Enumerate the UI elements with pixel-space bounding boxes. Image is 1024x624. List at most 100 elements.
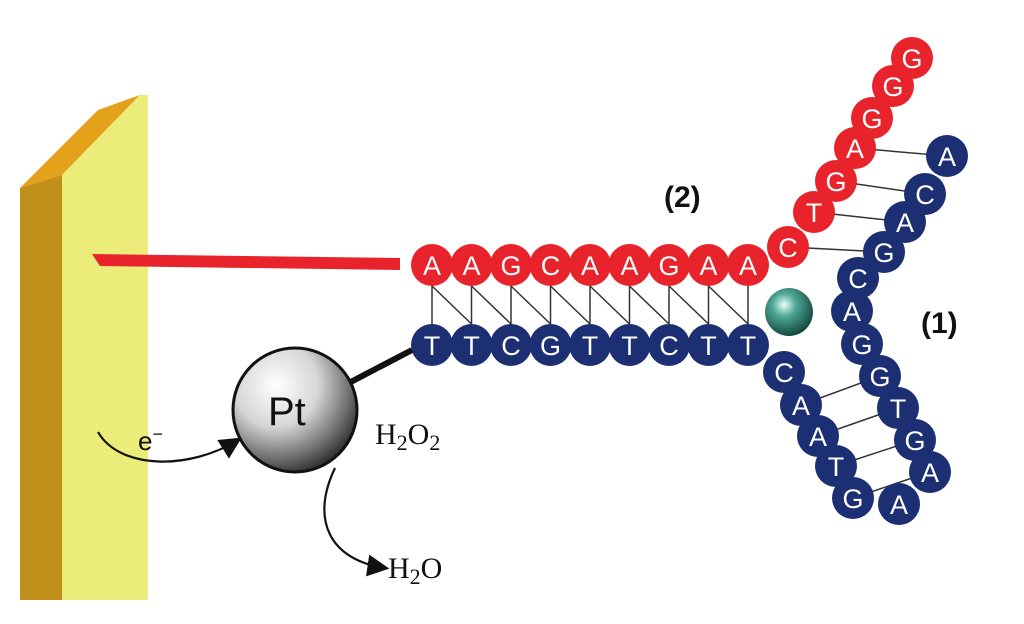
strand1-nucleotide-base: G	[904, 426, 925, 456]
strand1-nucleotide-base: T	[700, 331, 717, 361]
strand1-nucleotide-base: T	[890, 394, 907, 424]
base-pair-rung	[549, 285, 591, 325]
strand1-nucleotide-base: T	[828, 452, 845, 482]
strand2-nucleotide-base: A	[620, 251, 638, 281]
strand1-nucleotide-bead	[841, 323, 883, 365]
strand2-nucleotide-bead	[727, 244, 769, 286]
strand2-nucleotide: T	[793, 191, 835, 233]
strand2-nucleotide-base: G	[861, 104, 882, 134]
base-pair-rung	[628, 285, 670, 325]
strand1-nucleotide-bead	[687, 324, 730, 366]
strand1-nucleotide-base: A	[843, 297, 861, 327]
base-pair-rung	[431, 285, 473, 325]
strand1-nucleotide-base: C	[659, 331, 679, 361]
pt-label: Pt	[268, 390, 306, 434]
strand2-nucleotide: G	[490, 244, 532, 286]
strand1-nucleotide: A	[926, 135, 968, 177]
strand2-nucleotide: A	[608, 244, 651, 286]
strand2-nucleotide: A	[411, 244, 453, 286]
strand2-nucleotide: A	[687, 244, 730, 286]
strand1-nucleotide-bead	[780, 384, 822, 426]
strand1-nucleotide: G	[832, 477, 874, 519]
strand2-nucleotide-base: G	[882, 72, 903, 102]
strand2-nucleotide: G	[851, 97, 893, 139]
strand1-nucleotide: C	[648, 324, 690, 366]
strand1-nucleotide-base: A	[809, 422, 827, 452]
strand1-nucleotide: G	[859, 355, 901, 397]
strand1-nucleotide-bead	[569, 324, 611, 366]
strand1-nucleotide-base: A	[938, 142, 956, 172]
strand1-nucleotide-bead	[831, 290, 873, 332]
strand1-nucleotide-base: A	[890, 490, 908, 520]
strand1-nucleotide: T	[815, 445, 857, 487]
strand1-nucleotide: A	[831, 290, 873, 332]
strand1-nucleotide-bead	[608, 324, 651, 366]
pt-nanoparticle: Pt	[231, 346, 359, 474]
strand2-nucleotide-base: C	[541, 251, 561, 281]
metal-ion	[765, 288, 813, 336]
strand1-nucleotide: A	[780, 384, 822, 426]
strand2-nucleotide: C	[767, 226, 809, 268]
strand2-nucleotide-bead	[767, 226, 809, 268]
strand1-nucleotide-bead	[450, 324, 493, 366]
strand2-nucleotide-bead	[450, 244, 493, 286]
strand2-nucleotide-base: T	[806, 198, 823, 228]
strand1-nucleotide: C	[837, 257, 879, 299]
strand2-nucleotide: A	[450, 244, 493, 286]
base-pair-rung	[589, 285, 631, 325]
strand2-nucleotide-base: G	[901, 44, 922, 74]
strand1-nucleotide-base: G	[869, 362, 890, 392]
strand1-nucleotide-bead	[837, 257, 879, 299]
strand1-nucleotide-base: T	[424, 331, 441, 361]
strand1-nucleotide: T	[687, 324, 730, 366]
strand1-nucleotide-bead	[411, 324, 453, 366]
reduction-arrow	[323, 467, 390, 577]
strand1-nucleotide-base: G	[873, 238, 894, 268]
strand1-nucleotide-base: A	[792, 391, 810, 421]
strand2-nucleotide-bead	[687, 244, 730, 286]
strand2-nucleotide: G	[815, 160, 857, 202]
strand2-nucleotide: A	[569, 244, 611, 286]
strand1-nucleotide: C	[490, 324, 532, 366]
electrode	[20, 95, 148, 600]
strand1-nucleotide-bead	[878, 483, 920, 525]
strand2-nucleotide-bead	[793, 191, 835, 233]
strand1-nucleotide: A	[878, 483, 920, 525]
strand1-nucleotide-base: A	[921, 458, 939, 488]
strand1-nucleotide-bead	[815, 445, 857, 487]
strand2-nucleotide: G	[891, 37, 933, 79]
strand1-nucleotide: A	[909, 451, 951, 493]
strand2-nucleotide-bead	[815, 160, 857, 202]
strand2-nucleotide-bead	[608, 244, 651, 286]
strand1-nucleotide: T	[608, 324, 651, 366]
strand2-nucleotide-base: A	[423, 251, 441, 281]
strand1-nucleotide-base: G	[540, 331, 561, 361]
strand1-nucleotide-bead	[877, 387, 919, 429]
strand2-nucleotide-bead	[490, 244, 532, 286]
electrode-side	[20, 175, 62, 600]
strand-1-label: (1)	[921, 307, 958, 340]
electron-label: e−	[138, 424, 163, 456]
strand1-nucleotide-base: T	[621, 331, 638, 361]
strand1-nucleotide-bead	[648, 324, 690, 366]
strand1-nucleotide: G	[529, 324, 572, 366]
strand2-nucleotide-base: A	[581, 251, 599, 281]
strand2-nucleotide-base: G	[500, 251, 521, 281]
strand1-nucleotide-bead	[859, 355, 901, 397]
strand1-nucleotide: T	[877, 387, 919, 429]
electrode-top	[20, 95, 140, 188]
strand1-nucleotide: G	[841, 323, 883, 365]
base-pair-rung	[470, 285, 512, 325]
strand2-nucleotide-base: A	[462, 251, 480, 281]
strand2-nucleotide-bead	[891, 37, 933, 79]
strand2-nucleotide-base: G	[658, 251, 679, 281]
strand1-nucleotide-base: T	[740, 331, 757, 361]
strand1-nucleotide: C	[904, 173, 946, 215]
strand1-nucleotide: G	[894, 419, 936, 461]
strand2-nucleotide-bead	[411, 244, 453, 286]
strand1-nucleotide-base: A	[896, 208, 914, 238]
strand1-nucleotide-bead	[763, 351, 805, 393]
